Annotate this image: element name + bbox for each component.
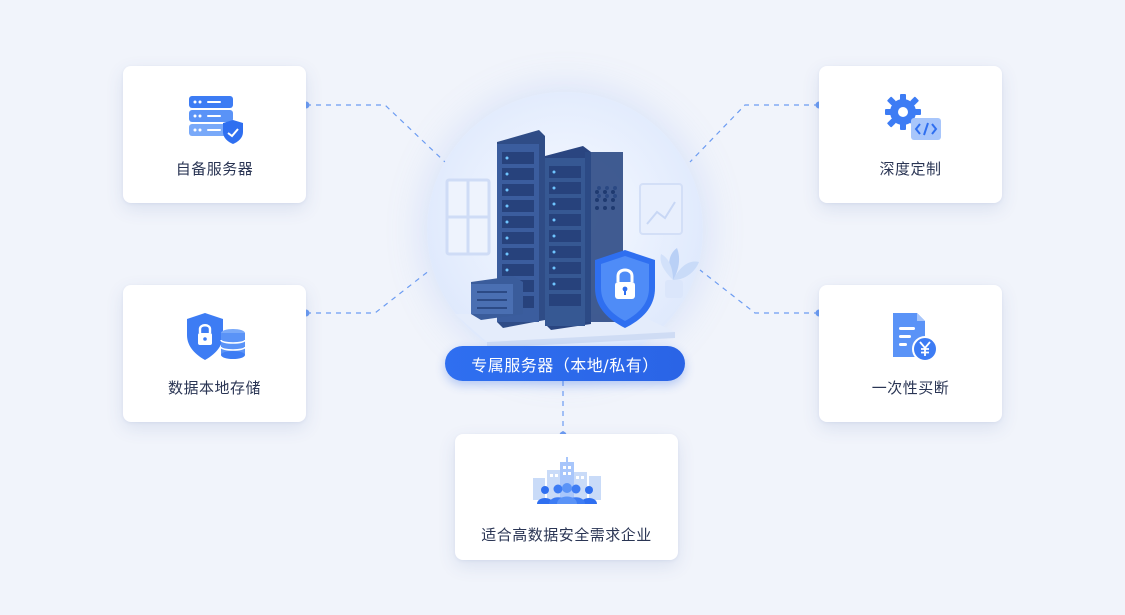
shield-database-icon [186,313,246,360]
connector-customization [689,104,819,163]
feature-card-customization: 深度定制 [819,66,1002,203]
feature-card-enterprise: 适合高数据安全需求企业 [455,434,678,560]
server-rack-shield-icon [445,130,699,348]
feature-card-self-server: 自备服务器 [123,66,306,203]
document-yuan-icon [892,313,938,362]
connector-self-server [306,104,446,163]
feature-label: 深度定制 [879,160,942,178]
feature-label: 一次性买断 [871,379,950,397]
feature-label: 适合高数据安全需求企业 [481,526,652,544]
feature-card-local-storage: 数据本地存储 [123,285,306,422]
center-title-badge: 专属服务器（本地/私有） [445,346,685,381]
gear-code-icon [884,94,941,140]
feature-card-buyout: 一次性买断 [819,285,1002,422]
enterprise-people-icon [532,457,601,504]
connector-buyout [699,269,819,314]
feature-label: 数据本地存储 [167,379,261,397]
feature-label: 自备服务器 [175,160,254,178]
connector-local-storage [306,269,431,314]
server-shield-icon [188,96,243,144]
